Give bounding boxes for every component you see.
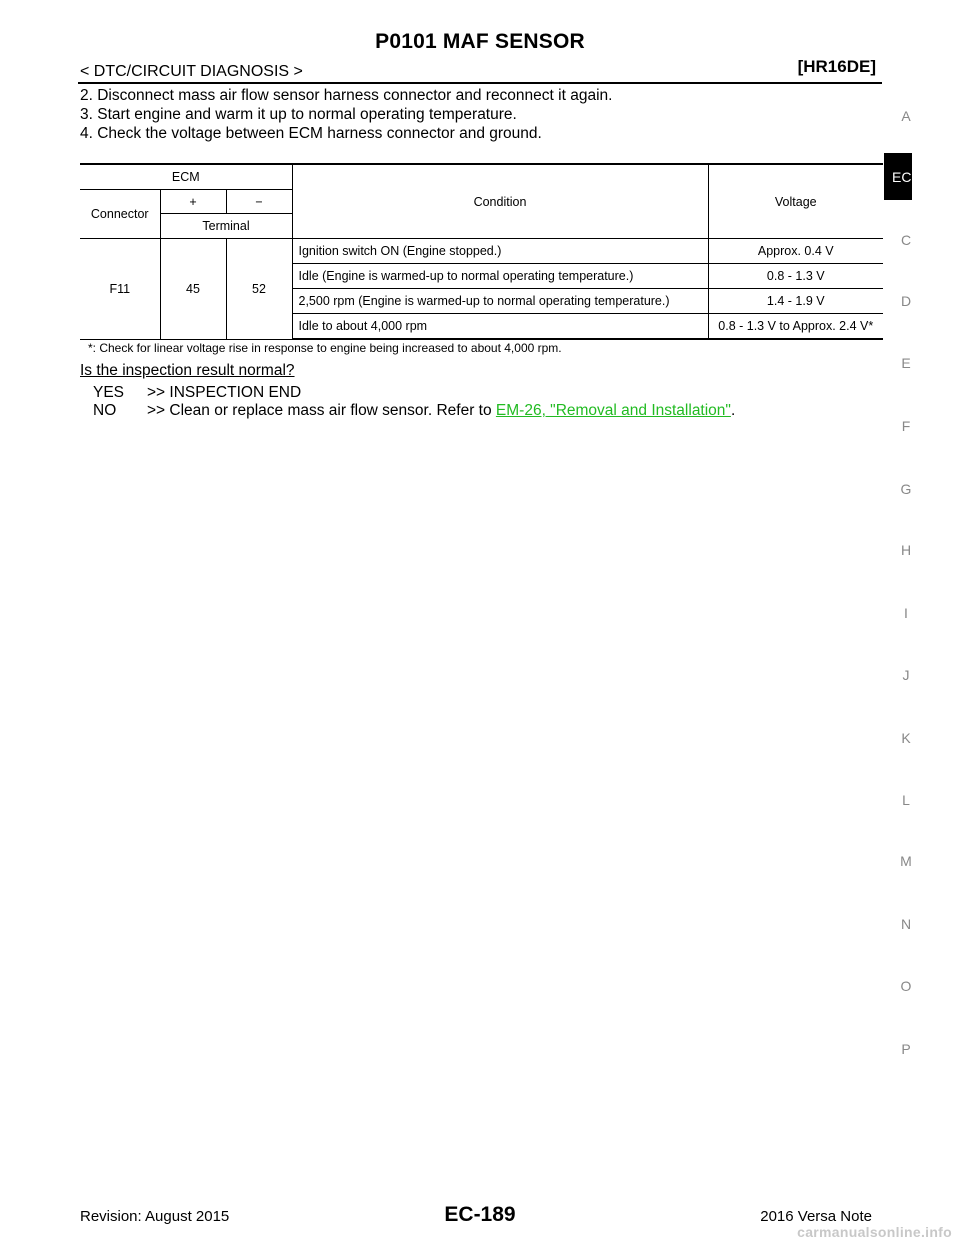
- section-tab[interactable]: O: [900, 978, 912, 994]
- voltage-spec-table: ECM Condition Voltage Connector + − Term…: [80, 163, 883, 340]
- footer-revision: Revision: August 2015: [80, 1208, 230, 1225]
- no-text: >> Clean or replace mass air flow sensor…: [147, 402, 496, 419]
- condition-cell: Idle (Engine is warmed-up to normal oper…: [292, 263, 709, 289]
- section-tab[interactable]: F: [901, 418, 911, 434]
- section-tab[interactable]: C: [900, 232, 912, 248]
- table-row: Idle to about 4,000 rpm 0.8 - 1.3 V to A…: [80, 313, 883, 340]
- section-tab[interactable]: M: [900, 853, 912, 869]
- minus-terminal-cell: 52: [225, 238, 293, 340]
- step-4: 4. Check the voltage between ECM harness…: [80, 125, 542, 142]
- section-tab[interactable]: H: [900, 542, 912, 558]
- yes-label: YES: [93, 384, 125, 401]
- step-3: 3. Start engine and warm it up to normal…: [80, 106, 517, 123]
- header-divider: [78, 82, 882, 84]
- section-index: EC A C D E F G H I J K L M N O P: [884, 0, 940, 1242]
- condition-cell: 2,500 rpm (Engine is warmed-up to normal…: [292, 288, 709, 314]
- step-2: 2. Disconnect mass air flow sensor harne…: [80, 87, 613, 104]
- section-tab-active[interactable]: EC: [884, 153, 912, 200]
- section-tab[interactable]: P: [901, 1041, 911, 1057]
- breadcrumb: < DTC/CIRCUIT DIAGNOSIS >: [80, 63, 303, 80]
- no-label: NO: [93, 402, 117, 419]
- no-text-end: .: [730, 402, 736, 419]
- terminal-header: Terminal: [160, 213, 292, 239]
- section-tab[interactable]: I: [904, 605, 908, 621]
- section-tab[interactable]: L: [902, 792, 910, 808]
- section-tab[interactable]: E: [901, 355, 911, 371]
- minus-header: −: [225, 189, 292, 214]
- plus-header: +: [159, 189, 227, 214]
- voltage-cell: 0.8 - 1.3 V to Approx. 2.4 V*: [707, 313, 883, 340]
- table-row: Idle (Engine is warmed-up to normal oper…: [80, 263, 883, 289]
- section-tab[interactable]: A: [901, 108, 911, 124]
- section-tab[interactable]: G: [900, 481, 912, 497]
- plus-terminal-cell: 45: [159, 238, 227, 340]
- section-tab[interactable]: D: [900, 293, 912, 309]
- answer-no: NO >> Clean or replace mass air flow sens…: [93, 402, 735, 420]
- table-row: 2,500 rpm (Engine is warmed-up to normal…: [80, 288, 883, 314]
- engine-code: [HR16DE]: [797, 57, 876, 76]
- table-row: F11 45 52 Ignition switch ON (Engine sto…: [80, 238, 883, 340]
- condition-header: Condition: [291, 163, 709, 239]
- connector-header: Connector: [80, 189, 161, 239]
- voltage-cell: 1.4 - 1.9 V: [707, 288, 883, 314]
- condition-cell: Ignition switch ON (Engine stopped.): [291, 238, 709, 264]
- connector-cell: F11: [80, 238, 161, 340]
- answer-yes: YES >> INSPECTION END: [93, 384, 301, 402]
- voltage-header: Voltage: [707, 163, 883, 239]
- procedure-steps: 2. Disconnect mass air flow sensor harne…: [80, 86, 612, 143]
- section-tab[interactable]: K: [901, 730, 911, 746]
- ecm-header: ECM: [80, 163, 293, 190]
- page-title: P0101 MAF SENSOR: [375, 30, 585, 53]
- voltage-cell: 0.8 - 1.3 V: [707, 263, 883, 289]
- voltage-cell: Approx. 0.4 V: [707, 238, 883, 264]
- table-footnote: *: Check for linear voltage rise in resp…: [88, 341, 562, 355]
- removal-installation-link[interactable]: EM-26, "Removal and Installation": [495, 402, 731, 419]
- footer-page-number: EC-189: [444, 1203, 516, 1226]
- watermark: carmanualsonline.info: [797, 1224, 952, 1240]
- footer-model: 2016 Versa Note: [760, 1208, 872, 1225]
- inspection-question: Is the inspection result normal?: [80, 362, 295, 379]
- section-tab[interactable]: N: [900, 916, 912, 932]
- yes-text: >> INSPECTION END: [147, 384, 302, 401]
- section-tab[interactable]: J: [902, 667, 910, 683]
- condition-cell: Idle to about 4,000 rpm: [292, 313, 709, 340]
